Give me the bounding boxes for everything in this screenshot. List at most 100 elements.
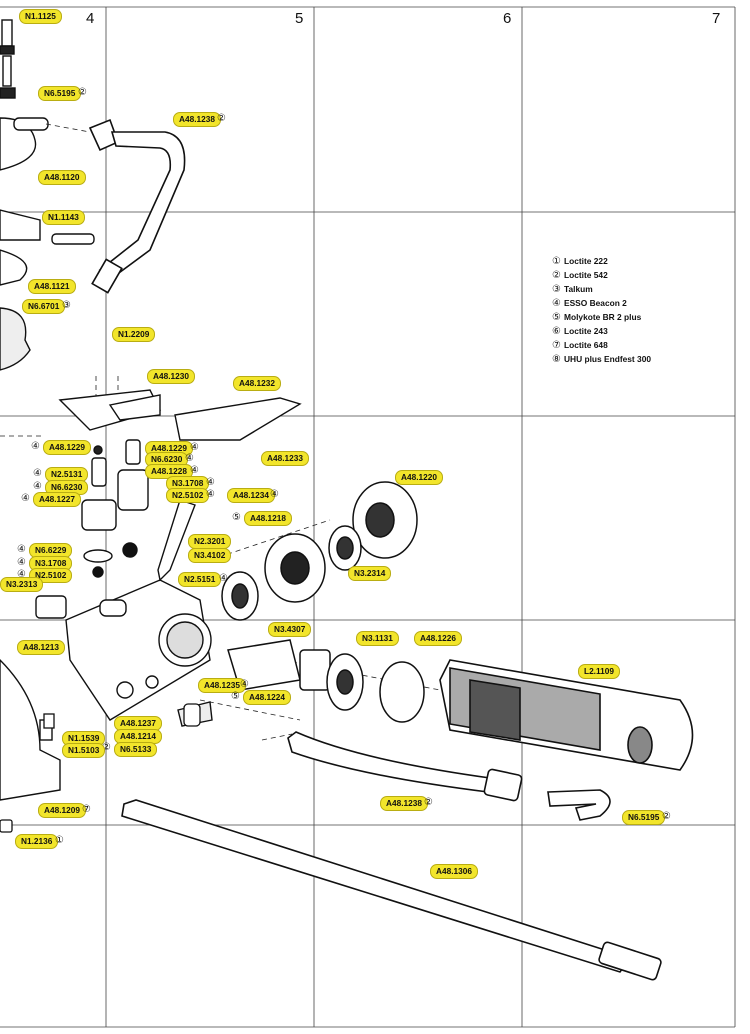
part-label[interactable]: A48.1306 [430,864,478,879]
part-note: ⑤ [231,691,240,702]
upper-pipe-illustration [88,118,186,294]
part-note: ④ [17,569,26,580]
legend-text: Loctite 222 [564,256,608,266]
part-label[interactable]: A48.1235 [198,678,246,693]
part-label[interactable]: N3.1131 [356,631,399,646]
part-label[interactable]: L2.1109 [578,664,620,679]
part-note: ④ [190,442,199,453]
part-note: ④ [190,465,199,476]
part-note: ④ [240,679,249,690]
part-label[interactable]: A48.1232 [233,376,281,391]
part-label[interactable]: N6.5195 [622,810,666,825]
legend-text: Loctite 243 [564,326,608,336]
part-label[interactable]: N2.5102 [166,488,210,503]
part-label[interactable]: A48.1229 [43,440,91,455]
part-label[interactable]: A48.1226 [414,631,462,646]
part-label[interactable]: A48.1121 [28,279,76,294]
gear-train-illustration [221,481,425,723]
legend-mark: ⑥ [552,325,561,337]
legend-mark: ⑧ [552,353,561,365]
grid-column-5: 5 [295,10,304,27]
hose-illustration [121,731,662,981]
part-label[interactable]: A48.1230 [147,369,195,384]
part-label[interactable]: N6.5133 [114,742,158,757]
part-note: ④ [185,453,194,464]
part-label[interactable]: N1.1143 [42,210,85,225]
legend-mark: ① [552,255,561,267]
legend-mark: ⑤ [552,311,561,323]
legend-mark: ⑦ [552,339,561,351]
part-label[interactable]: A48.1120 [38,170,86,185]
part-note: ③ [62,300,71,311]
part-note: ② [424,797,433,808]
part-label[interactable]: A48.1227 [33,492,81,507]
part-label[interactable]: N1.5103 [62,743,106,758]
part-note: ④ [17,557,26,568]
part-label[interactable]: A48.1209 [38,803,86,818]
part-label[interactable]: A48.1234 [227,488,275,503]
part-label[interactable]: A48.1238 [380,796,428,811]
legend-text: Loctite 542 [564,270,608,280]
part-label[interactable]: A48.1238 [173,112,221,127]
part-label[interactable]: N1.1125 [19,9,62,24]
part-note: ④ [206,489,215,500]
legend-mark: ④ [552,297,561,309]
part-note: ② [662,811,671,822]
part-label[interactable]: N1.2209 [112,327,156,342]
part-note: ② [78,87,87,98]
part-label[interactable]: A48.1233 [261,451,309,466]
part-note: ④ [219,573,228,584]
part-note: ④ [270,489,279,500]
part-label[interactable]: N3.2314 [348,566,392,581]
part-label[interactable]: N2.3201 [188,534,232,549]
part-note: ④ [33,468,42,479]
grid-column-4: 4 [86,10,95,27]
grid-frame [0,6,736,1028]
legend-mark: ③ [552,283,561,295]
part-note: ⑤ [232,512,241,523]
valve-body-illustration [0,389,302,801]
part-note: ① [55,835,64,846]
part-label[interactable]: A48.1218 [244,511,292,526]
part-label[interactable]: N6.6229 [29,543,73,558]
grid-column-7: 7 [712,10,721,27]
part-note: ② [102,742,111,753]
small-screws-illustration [0,703,201,833]
part-note: ④ [31,441,40,452]
part-label[interactable]: N6.5195 [38,86,82,101]
legend-text: ESSO Beacon 2 [564,298,627,308]
part-note: ④ [206,477,215,488]
part-label[interactable]: N3.4102 [188,548,232,563]
legend-text: UHU plus Endfest 300 [564,354,652,364]
part-label[interactable]: N2.5151 [178,572,222,587]
part-note: ④ [17,544,26,555]
part-label[interactable]: N6.6701 [22,299,66,314]
motor-illustration [439,659,694,771]
legend-text: Loctite 648 [564,340,608,350]
part-label[interactable]: N3.4307 [268,622,312,637]
part-label[interactable]: N1.2136 [15,834,59,849]
legend-mark: ② [552,269,561,281]
part-note: ② [217,113,226,124]
legend-text: Talkum [564,284,593,294]
part-label[interactable]: A48.1224 [243,690,291,705]
part-note: ⑦ [82,804,91,815]
part-label[interactable]: A48.1213 [17,640,65,655]
part-note: ④ [21,493,30,504]
grid-column-6: 6 [503,10,512,27]
part-label[interactable]: N3.2313 [0,577,44,592]
part-note: ④ [33,481,42,492]
part-label[interactable]: A48.1220 [395,470,443,485]
legend-text: Molykote BR 2 plus [564,312,642,322]
